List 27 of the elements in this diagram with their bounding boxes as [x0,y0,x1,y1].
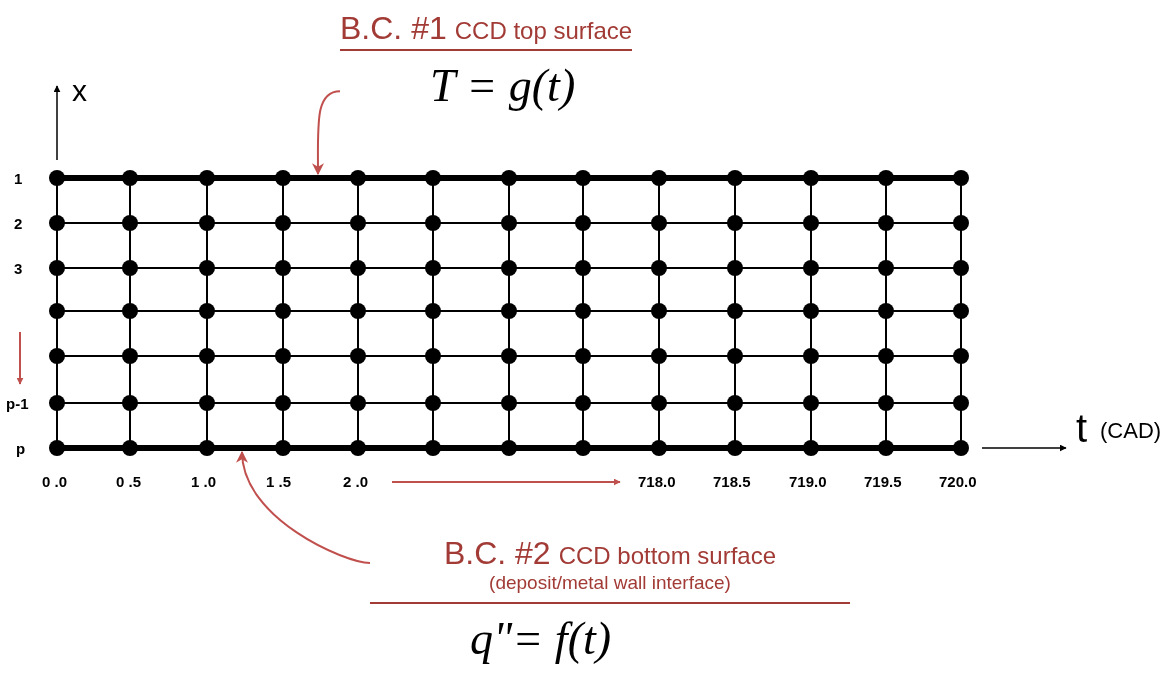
column-value: 719.5 [864,474,902,489]
heading-subtitle: CCD bottom surface [558,542,777,569]
leader-arrow [237,450,371,564]
column-value: 719.0 [789,474,827,489]
row-number: 2 [14,216,23,231]
column-value: 0 .0 [42,474,68,489]
axis-unit: (CAD) [1100,420,1162,442]
axis-label: t [1076,408,1088,448]
column-value: 718.5 [713,474,751,489]
heading-subtitle: CCD top surface [454,17,633,44]
row-number: 1 [14,171,23,186]
row-number: 3 [14,261,23,276]
row-number: p-1 [6,396,29,411]
heading: B.C. #1 [340,10,447,46]
column-value: 720.0 [939,474,977,489]
column-value: 1 .5 [266,474,292,489]
column-value: 0 .5 [116,474,142,489]
column-value: 1 .0 [191,474,217,489]
formula: T = g(t) [430,63,576,109]
axis-label: x [72,76,87,106]
leader-arrow [311,90,341,176]
column-value: 2 .0 [343,474,369,489]
row-number: p [16,441,26,456]
note-text: (deposit/metal wall interface) [488,572,732,594]
formula: q"= f(t) [470,616,612,662]
heading: B.C. #2 [443,535,551,571]
column-value: 718.0 [638,474,676,489]
